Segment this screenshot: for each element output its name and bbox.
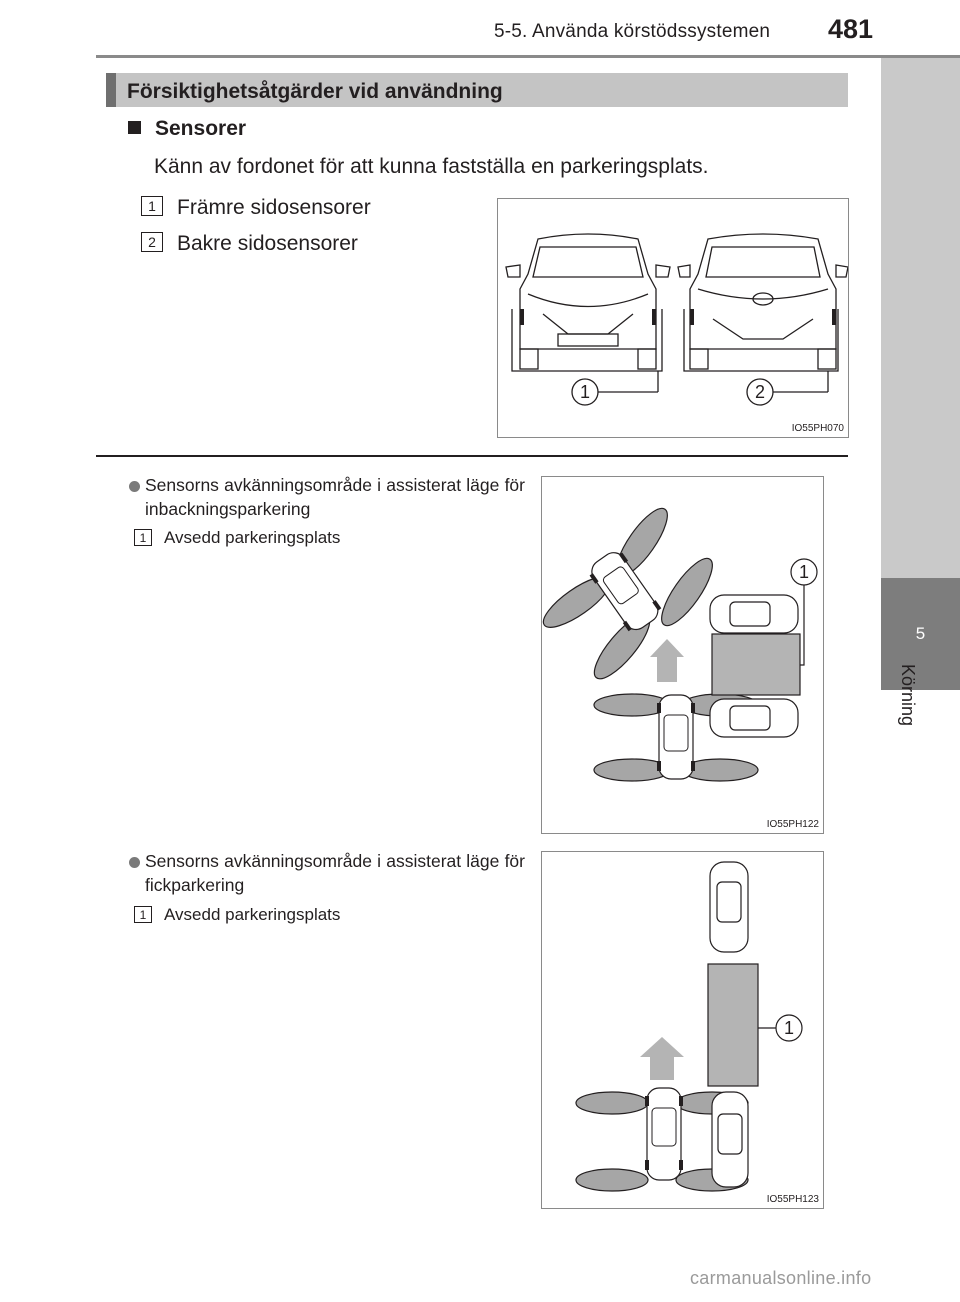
parallel-parking-illustration: 1: [575, 861, 803, 1192]
figure-callout-1: 1: [799, 562, 809, 582]
figure-code: IO55PH123: [766, 1194, 819, 1205]
figure-code: IO55PH070: [791, 423, 844, 434]
section-heading-bar: [106, 73, 848, 107]
bullet-icon: [129, 857, 140, 868]
parallel-parking-figure: 1 IO55PH123: [541, 851, 824, 1209]
header-section-title: 5-5. Använda körstödssystemen: [494, 21, 771, 42]
item-label-parking-space: Avsedd parkeringsplats: [164, 905, 341, 924]
sensors-intro: Känn av fordonet för att kunna fastställ…: [154, 155, 709, 178]
watermark: carmanualsonline.info: [690, 1268, 872, 1288]
reverse-parking-figure: 1 IO55PH122: [541, 476, 824, 834]
section-divider: [96, 455, 848, 457]
item-number-1: 1: [141, 196, 163, 216]
bullet-icon: [129, 481, 140, 492]
chapter-label: Körning: [898, 664, 918, 727]
car-front-rear-illustration: 1 2: [505, 233, 849, 406]
page-number: 481: [828, 14, 874, 44]
figure-callout-1: 1: [784, 1018, 794, 1038]
sensor-location-figure: 1 2 IO55PH070: [497, 198, 849, 438]
item-label-front-sensors: Främre sidosensorer: [177, 196, 371, 219]
reverse-parking-illustration: 1: [542, 507, 818, 782]
header-rule: [96, 55, 960, 58]
item-number-2: 2: [141, 232, 163, 252]
chapter-number-tab: 5: [881, 578, 960, 690]
section-heading: Försiktighetsåtgärder vid användning: [127, 80, 503, 103]
item-number-1: 1: [134, 529, 152, 546]
subsection-title: Sensorer: [155, 117, 247, 140]
subsection-marker: [128, 121, 141, 134]
bullet-text-parallel-parking: Sensorns avkänningsområde i assisterat l…: [145, 851, 525, 895]
figure-code: IO55PH122: [766, 819, 819, 830]
chapter-number: 5: [915, 624, 926, 643]
item-label-parking-space: Avsedd parkeringsplats: [164, 528, 341, 547]
section-heading-accent: [106, 73, 116, 107]
item-number-1: 1: [134, 906, 152, 923]
item-label-rear-sensors: Bakre sidosensorer: [177, 232, 358, 255]
figure-callout-2: 2: [755, 382, 765, 402]
figure-callout-1: 1: [580, 382, 590, 402]
bullet-text-reverse-parking: Sensorns avkänningsområde i assisterat l…: [145, 475, 525, 519]
side-tab-background: [881, 58, 960, 578]
